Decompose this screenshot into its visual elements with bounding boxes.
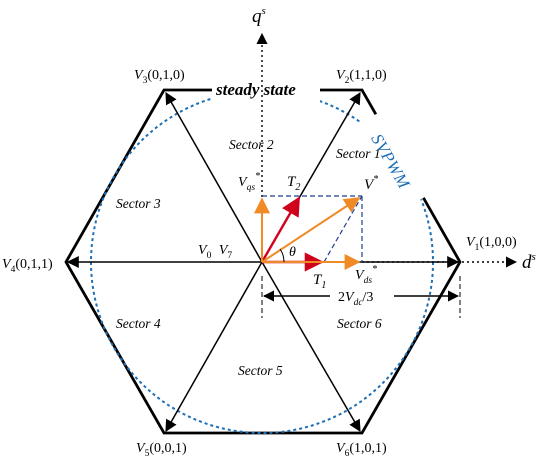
sector-label-1: Sector 1 (336, 146, 381, 161)
vertex-label-v5: V5(0,0,1) (136, 441, 187, 459)
sector-label-3: Sector 3 (116, 196, 161, 211)
vds-label: Vds* (355, 264, 377, 286)
vector-v6 (261, 261, 361, 433)
zero-vectors-label: V0 V7 (198, 243, 232, 262)
theta-label: θ (289, 245, 296, 260)
sector-label-4: Sector 4 (116, 316, 161, 331)
svpwm-label-bg (352, 110, 430, 212)
dimension-label-bg (330, 286, 394, 306)
vector-v3 (165, 91, 263, 263)
vertex-label-v6: V6(1,0,1) (336, 441, 387, 459)
t1-label: T1 (313, 272, 326, 291)
vqs-label: Vqs* (238, 171, 260, 193)
sector-label-6: Sector 6 (337, 316, 382, 331)
q-axis-label: qs (252, 5, 266, 27)
vertex-label-v4: V4(0,1,1) (2, 257, 53, 275)
vertex-label-v2: V2(1,1,0) (336, 68, 387, 86)
d-axis-label: ds (522, 251, 536, 273)
steady-state-label: steady state (215, 80, 296, 99)
vector-vref (261, 197, 361, 263)
vertex-label-v1: V1(1,0,0) (466, 235, 517, 253)
vertex-label-v3: V3(0,1,0) (134, 68, 185, 86)
projection-t1-to-vref (323, 195, 363, 263)
theta-arc (279, 248, 285, 263)
hexagon-outline (64, 88, 462, 435)
vector-v5 (165, 261, 263, 433)
sector-label-2: Sector 2 (229, 137, 274, 152)
steady-state-label-bg (212, 76, 320, 102)
dimension-label: 2Vdc/3 (338, 290, 373, 308)
vector-t2 (260, 196, 301, 263)
vref-label: V* (364, 174, 378, 193)
sector-label-5: Sector 5 (238, 363, 283, 378)
t2-label: T2 (287, 174, 300, 193)
